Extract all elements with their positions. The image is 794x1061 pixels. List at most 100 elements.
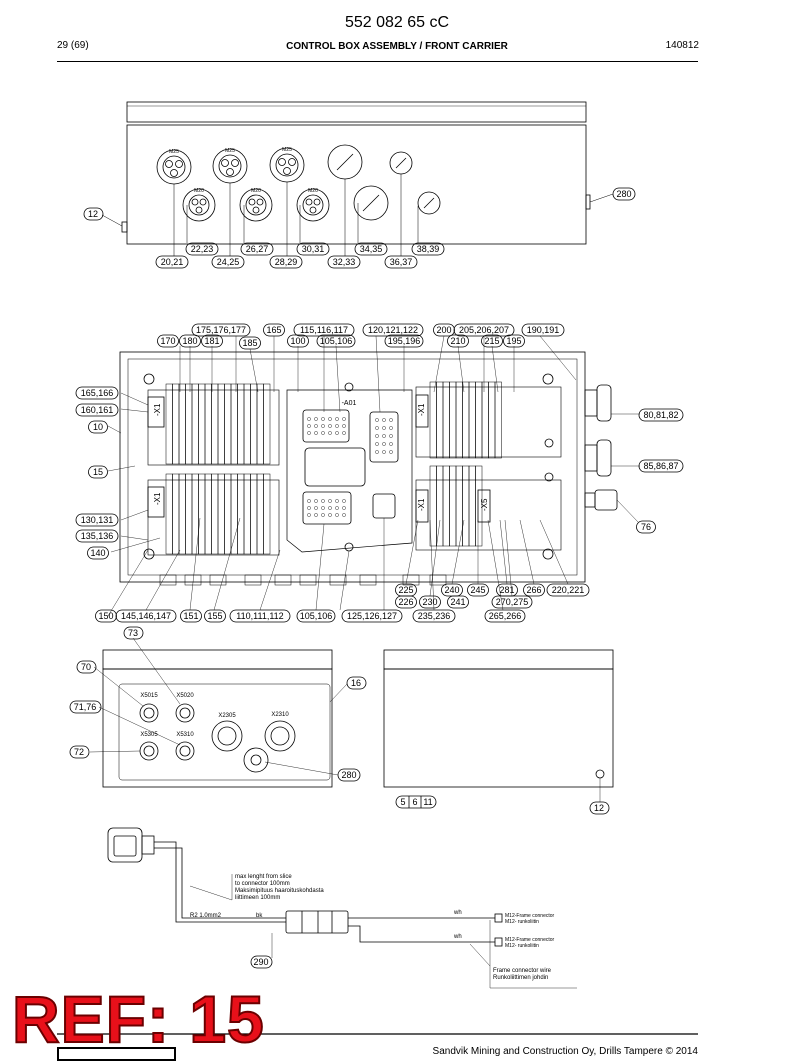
callout-oval bbox=[341, 609, 403, 623]
gland-m25-2 bbox=[212, 148, 248, 184]
callout-oval bbox=[287, 334, 309, 348]
bottom-gland-icon bbox=[274, 574, 292, 586]
callout-label: 230 bbox=[422, 597, 437, 607]
connector-note: M12- runkoliitin bbox=[505, 919, 539, 925]
callout-label: 110,111,112 bbox=[236, 611, 283, 621]
pin bbox=[342, 417, 346, 421]
callout-label: 120,121,122 bbox=[368, 325, 418, 335]
bottom-gland-icon bbox=[429, 574, 447, 586]
callout-oval bbox=[75, 386, 119, 400]
callout-oval bbox=[503, 334, 525, 348]
pin bbox=[382, 418, 386, 422]
terminal-block bbox=[475, 465, 483, 547]
callout-label: 165 bbox=[266, 325, 281, 335]
callout-oval bbox=[204, 609, 226, 623]
terminal-label: -X1 bbox=[417, 498, 426, 511]
gland-label: M25 bbox=[169, 149, 179, 155]
terminal-block bbox=[250, 473, 258, 555]
pin bbox=[307, 499, 311, 503]
terminal-block bbox=[230, 473, 238, 555]
terminal-block bbox=[211, 473, 219, 555]
callout-label: 151 bbox=[183, 611, 198, 621]
callout-label: 235,236 bbox=[418, 611, 451, 621]
callout-label: 265,266 bbox=[489, 611, 522, 621]
gland-label: M25 bbox=[282, 147, 292, 153]
callout-label: 240 bbox=[444, 585, 459, 595]
terminal-block bbox=[468, 381, 476, 459]
callout-label: 165,166 bbox=[81, 388, 114, 398]
callout-label: 73 bbox=[128, 628, 138, 638]
pin bbox=[307, 417, 311, 421]
callout-label: 226 bbox=[398, 597, 413, 607]
pin bbox=[389, 450, 393, 454]
terminal-block bbox=[204, 383, 212, 465]
connector-label: X2305 bbox=[218, 713, 236, 719]
callout-oval bbox=[362, 323, 424, 337]
bottom-gland-icon bbox=[184, 574, 202, 586]
terminal-block bbox=[256, 383, 264, 465]
callout-label: 200 bbox=[436, 325, 451, 335]
top-callouts bbox=[83, 187, 636, 269]
pin bbox=[375, 426, 379, 430]
bottom-gland-icon bbox=[299, 574, 317, 586]
terminal-block bbox=[256, 473, 264, 555]
pin bbox=[389, 418, 393, 422]
callout-oval bbox=[521, 323, 565, 337]
callout-oval bbox=[75, 529, 119, 543]
pin bbox=[307, 431, 311, 435]
callout-label: 266 bbox=[526, 585, 541, 595]
pin bbox=[307, 506, 311, 510]
callout-oval bbox=[75, 513, 119, 527]
pin bbox=[321, 417, 325, 421]
callout-label: 210 bbox=[450, 336, 465, 346]
callout-oval bbox=[433, 323, 455, 337]
callout-label: 160,161 bbox=[81, 405, 114, 415]
callout-label: 245 bbox=[470, 585, 485, 595]
callout-label: 5 bbox=[400, 797, 405, 807]
callout-label: 280 bbox=[341, 770, 356, 780]
gland-m25-3 bbox=[269, 147, 305, 183]
terminal-block bbox=[449, 465, 457, 547]
terminal-block bbox=[237, 473, 245, 555]
callout-oval bbox=[88, 420, 108, 434]
bottom-gland-icon bbox=[359, 574, 377, 586]
pin bbox=[328, 506, 332, 510]
callout-label: 185 bbox=[242, 338, 257, 348]
callout-label: 125,126,127 bbox=[347, 611, 397, 621]
callout-oval bbox=[447, 595, 469, 609]
document-number: 552 082 65 cC bbox=[344, 14, 450, 31]
callout-label: 22,23 bbox=[191, 244, 214, 254]
callout-oval bbox=[88, 465, 108, 479]
callout-oval bbox=[95, 609, 117, 623]
pin bbox=[335, 506, 339, 510]
callout-label: 12 bbox=[88, 209, 98, 219]
callout-label: 140 bbox=[90, 548, 105, 558]
pin bbox=[328, 431, 332, 435]
connector-note: M12-Frame connector bbox=[505, 913, 555, 919]
frame-note: Frame connector wire bbox=[493, 968, 552, 974]
callout-label: 190,191 bbox=[527, 325, 560, 335]
callout-label: 180 bbox=[182, 336, 197, 346]
pin bbox=[314, 424, 318, 428]
callout-label: 215 bbox=[484, 336, 499, 346]
terminal-block bbox=[224, 383, 232, 465]
footer-copyright: Sandvik Mining and Construction Oy, Dril… bbox=[432, 1046, 698, 1057]
callout-label: 16 bbox=[351, 678, 361, 688]
callout-oval bbox=[263, 323, 285, 337]
callout-label: 100 bbox=[290, 336, 305, 346]
bottom-gland-icon bbox=[244, 574, 262, 586]
callout-label: 145,146,147 bbox=[121, 611, 171, 621]
connector-note: M12- runkoliitin bbox=[505, 943, 539, 949]
callout-oval bbox=[419, 595, 441, 609]
callout-label: 130,131 bbox=[81, 515, 114, 525]
connector-label: X2310 bbox=[271, 712, 289, 718]
terminal-block bbox=[178, 473, 186, 555]
callout-oval bbox=[316, 334, 356, 348]
pin bbox=[314, 513, 318, 517]
terminal-block bbox=[224, 473, 232, 555]
pin bbox=[342, 513, 346, 517]
terminal-label: -X1 bbox=[417, 403, 426, 416]
callout-label: 76 bbox=[641, 522, 651, 532]
callout-label: 270,275 bbox=[496, 597, 529, 607]
callout-label: 80,81,82 bbox=[643, 410, 678, 420]
